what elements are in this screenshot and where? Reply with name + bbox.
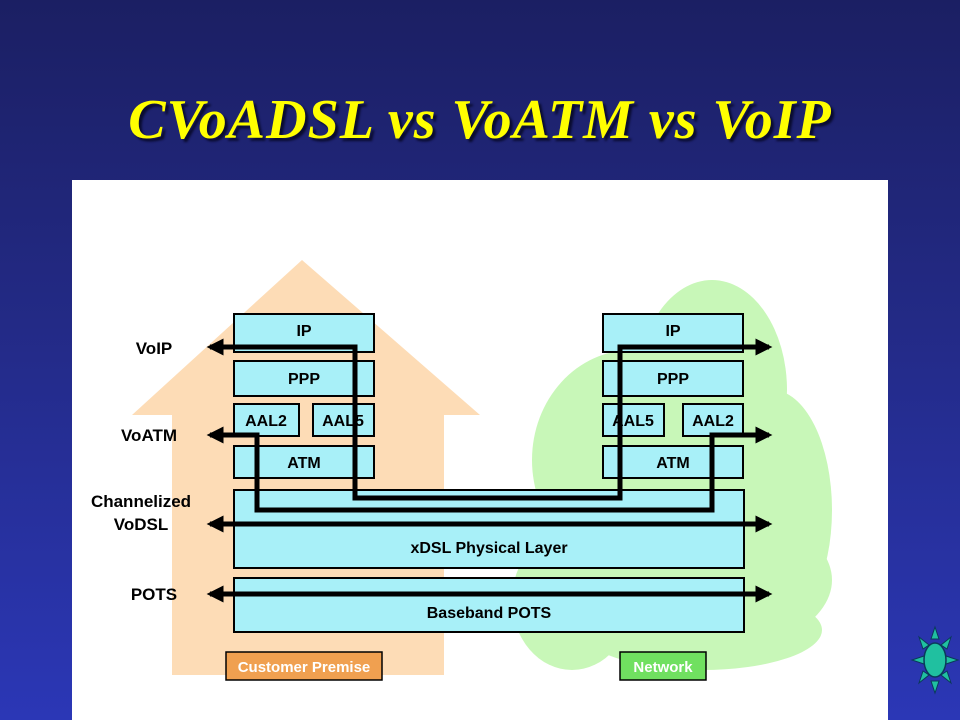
voip-path	[206, 338, 773, 501]
customer-atm-label: ATM	[287, 455, 320, 472]
network-atm-box	[602, 445, 744, 479]
vodsl-label-line2: VoDSL	[114, 515, 168, 534]
network-ppp-label: PPP	[657, 371, 689, 388]
pots-label: POTS	[131, 585, 177, 604]
sun-icon[interactable]	[910, 625, 960, 695]
customer-aal2-label: AAL2	[245, 413, 287, 430]
protocol-stack-diagram: IP PPP AAL2 AAL5 ATM IP PPP AAL5 AAL2 AT…	[91, 260, 832, 681]
customer-ip-label: IP	[296, 323, 311, 340]
customer-ppp-label: PPP	[288, 371, 320, 388]
xdsl-physical-layer-label: xDSL Physical Layer	[410, 540, 567, 557]
customer-premise-tag-label: Customer Premise	[238, 659, 371, 676]
vodsl-label-line1: Channelized	[91, 492, 191, 511]
customer-aal5-label: AAL5	[322, 413, 364, 430]
network-aal2-label: AAL2	[692, 413, 734, 430]
customer-ppp-box	[233, 360, 375, 397]
voatm-label: VoATM	[121, 426, 177, 445]
baseband-pots-label: Baseband POTS	[427, 605, 552, 622]
voatm-path	[206, 426, 773, 513]
network-tag	[619, 651, 707, 681]
network-ip-label: IP	[665, 323, 680, 340]
network-aal5-label: AAL5	[612, 413, 654, 430]
network-tag-label: Network	[633, 659, 693, 676]
voip-label: VoIP	[136, 339, 173, 358]
customer-premise-tag	[225, 651, 383, 681]
network-ppp-box	[602, 360, 744, 397]
network-atm-label: ATM	[656, 455, 689, 472]
diagram-panel: IP PPP AAL2 AAL5 ATM IP PPP AAL5 AAL2 AT…	[72, 180, 888, 720]
slide-title: CVoADSL vs VoATM vs VoIP	[128, 89, 832, 151]
